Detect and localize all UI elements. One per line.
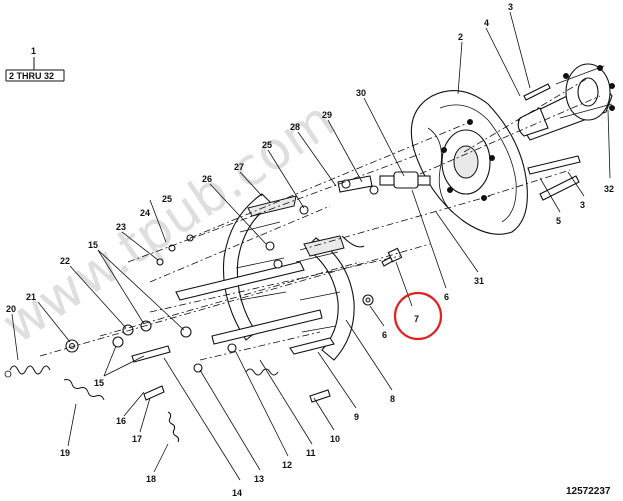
brake-shoe-right-part <box>295 235 355 361</box>
wheel-cylinder-part <box>379 171 431 189</box>
callout-27: 27 <box>234 162 244 172</box>
alignment-centerlines <box>39 77 601 361</box>
callout-6-upper: 6 <box>444 292 449 302</box>
callout-3-right: 3 <box>580 200 585 210</box>
callout-10: 10 <box>330 434 340 444</box>
callout-15-top: 15 <box>88 240 98 250</box>
backing-plate-part <box>410 90 528 235</box>
adjuster-link-part <box>175 261 323 345</box>
callout-19: 19 <box>60 448 70 458</box>
spring-14 <box>245 368 279 376</box>
callout-18: 18 <box>146 474 156 484</box>
callout-4: 4 <box>484 18 489 28</box>
callout-25-top: 25 <box>262 140 272 150</box>
callout-23: 23 <box>116 222 126 232</box>
callout-7: 7 <box>414 314 419 324</box>
callout-15-bottom: 15 <box>94 378 104 388</box>
callout-28: 28 <box>290 122 300 132</box>
callout-21: 21 <box>26 292 36 302</box>
callout-29: 29 <box>322 110 332 120</box>
callout-13: 13 <box>254 474 264 484</box>
callout-6-lower: 6 <box>382 330 387 340</box>
callout-16: 16 <box>116 416 126 426</box>
callout-12: 12 <box>282 460 292 470</box>
callout-22: 22 <box>60 256 70 266</box>
callout-leader-lines <box>11 11 611 481</box>
callout-30: 30 <box>356 88 366 98</box>
bolt-part-7 <box>381 247 403 267</box>
callout-32: 32 <box>604 184 614 194</box>
spring-18 <box>167 411 180 443</box>
stud-parts <box>523 83 581 201</box>
callout-11: 11 <box>306 448 316 458</box>
drawing-number: 12572237 <box>566 486 611 497</box>
callout-24: 24 <box>140 208 150 218</box>
brake-shoe-left-part <box>222 193 297 341</box>
callout-20: 20 <box>6 304 16 314</box>
return-spring-19 <box>63 379 105 401</box>
axle-hub-part <box>517 63 615 141</box>
callout-9: 9 <box>354 412 359 422</box>
legend-range: 2 THRU 32 <box>9 71 54 81</box>
callout-26: 26 <box>202 174 212 184</box>
callout-17: 17 <box>132 434 142 444</box>
callout-5: 5 <box>556 216 561 226</box>
callout-31: 31 <box>474 276 484 286</box>
highlight-circle <box>393 291 443 341</box>
callout-8: 8 <box>390 394 395 404</box>
callout-3-top: 3 <box>508 2 513 12</box>
legend-number: 1 <box>31 46 36 56</box>
return-spring-20 <box>4 365 51 378</box>
callout-2: 2 <box>458 32 463 42</box>
legend-box: 1 2 THRU 32 <box>5 46 65 82</box>
callout-14: 14 <box>232 488 242 498</box>
callout-25-left: 25 <box>162 194 172 204</box>
callout-labels: 2 3 4 30 29 28 25 27 26 25 24 23 15 22 2… <box>6 2 614 498</box>
nut-part-6 <box>362 294 374 306</box>
